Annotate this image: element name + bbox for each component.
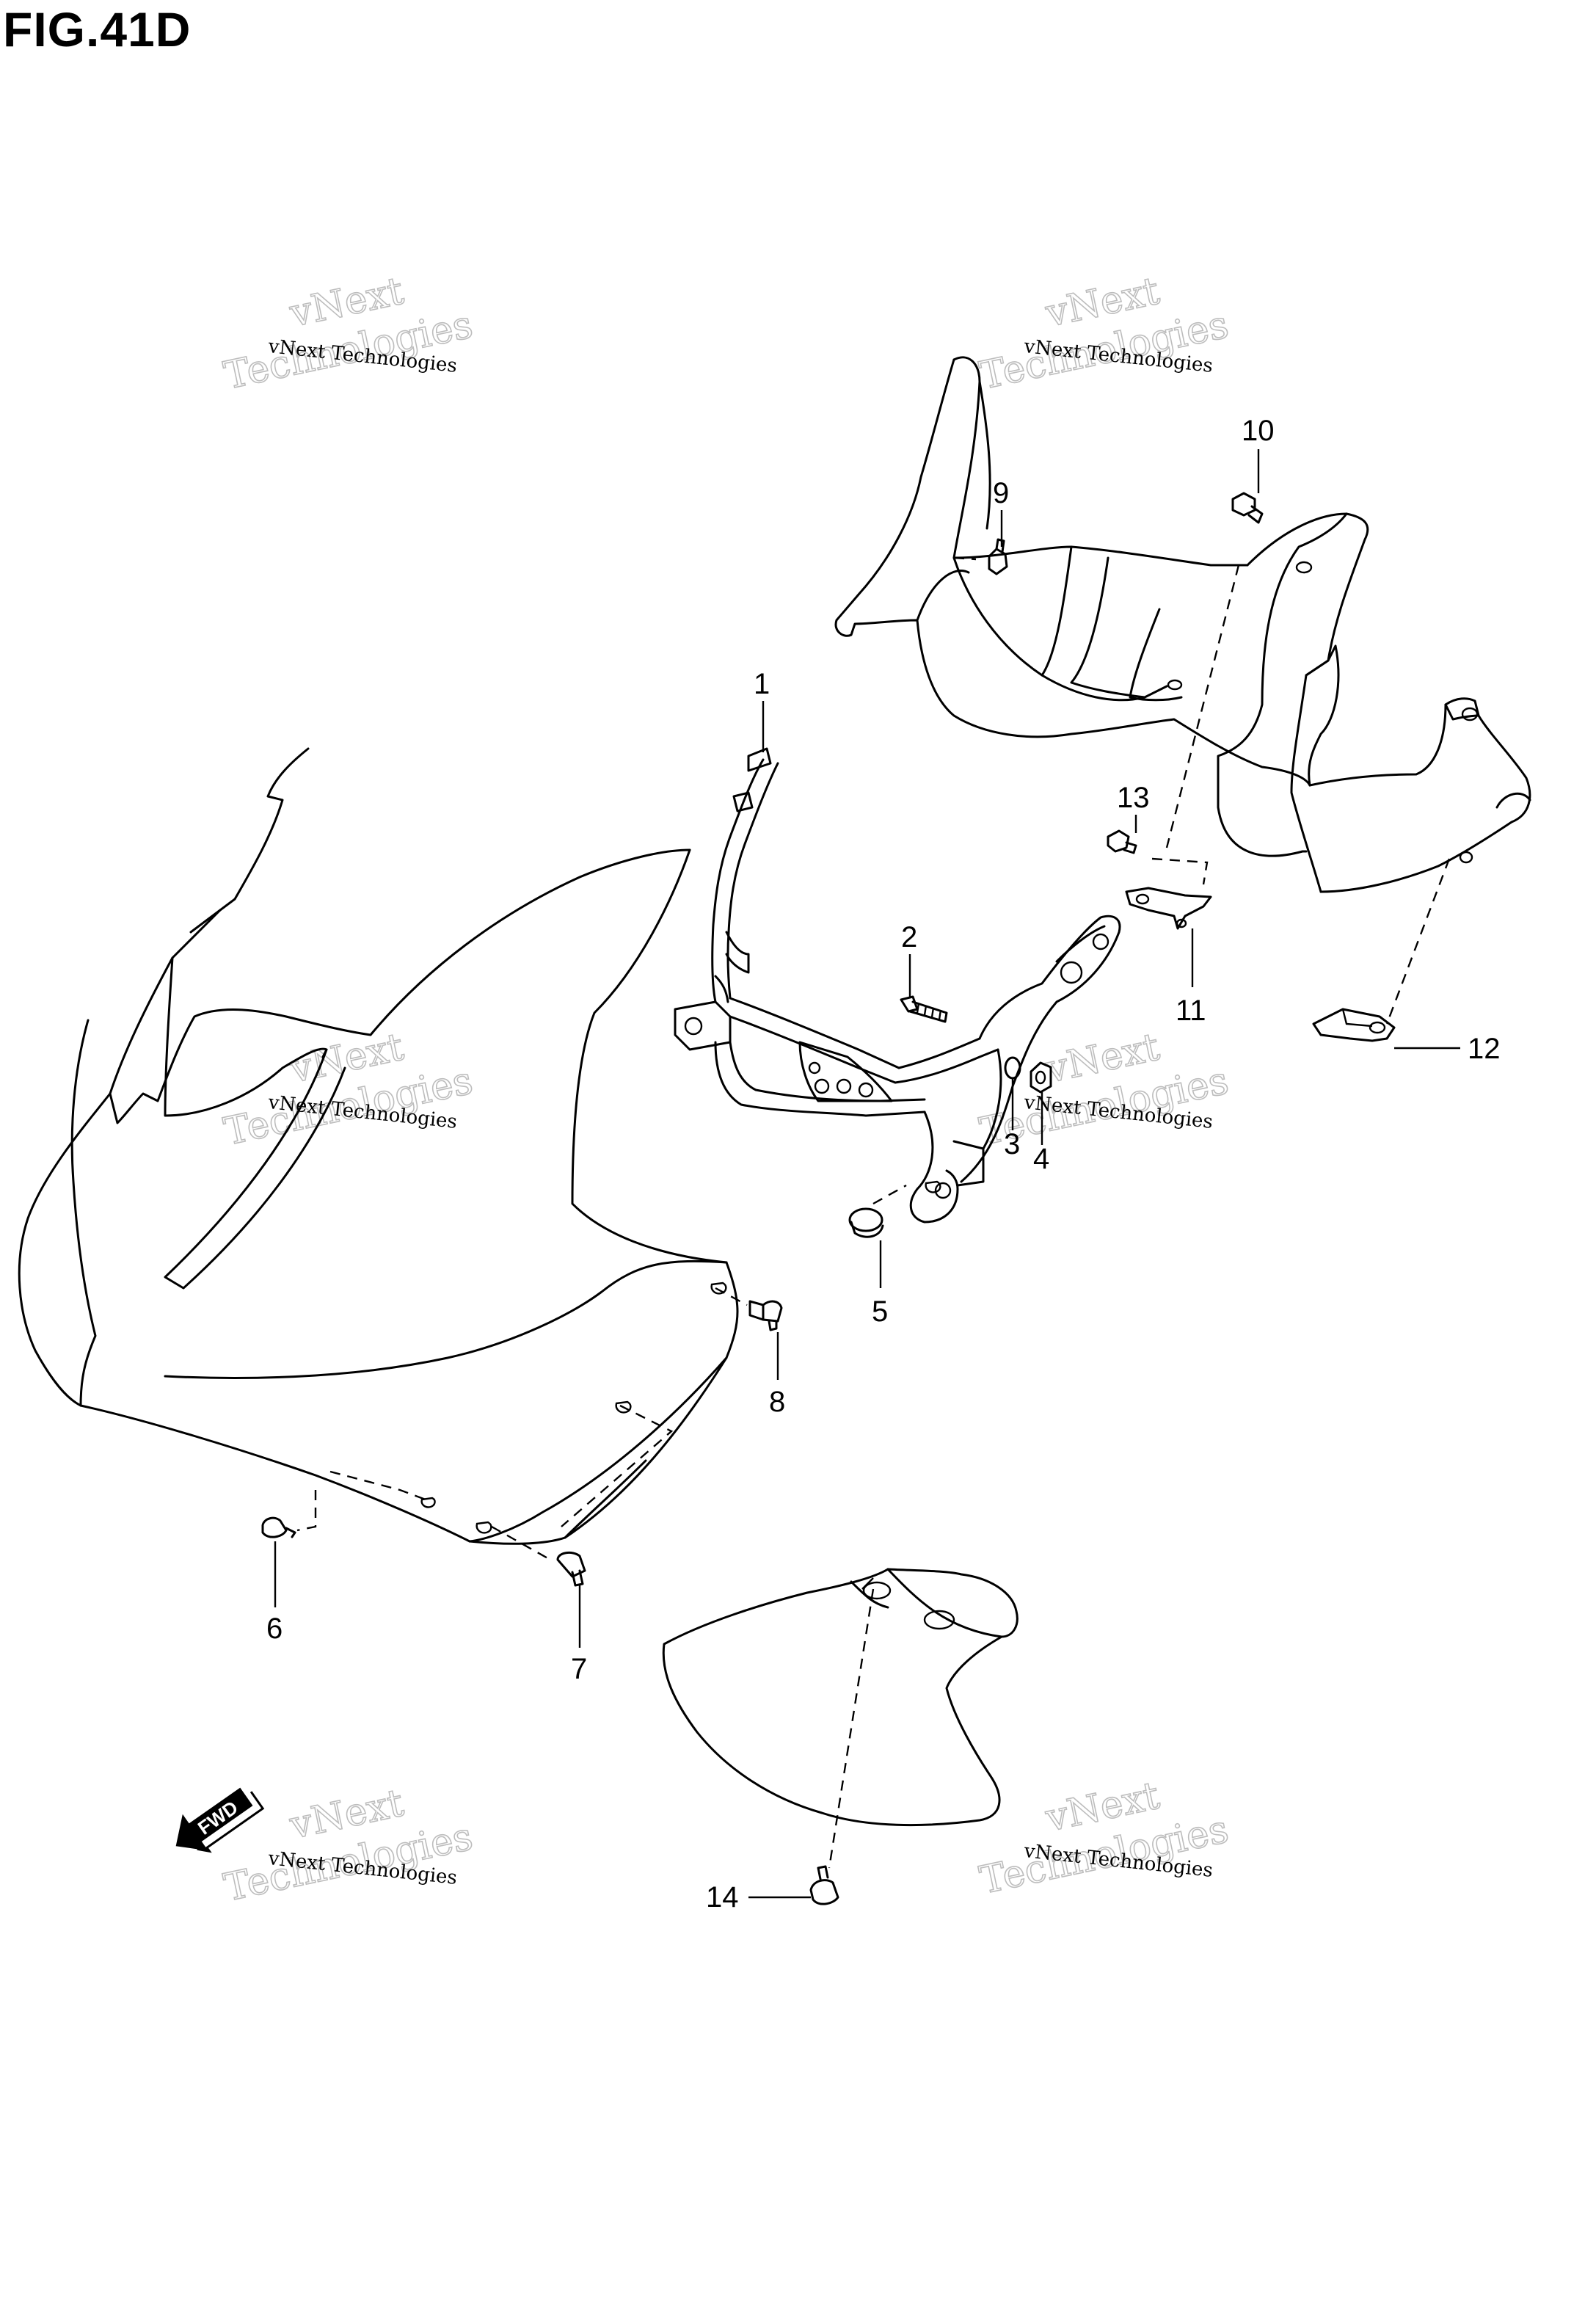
callout-13: 13 [1117,782,1150,814]
callout-10: 10 [1242,415,1275,447]
nut-4 [1030,1061,1052,1094]
side-panel [1308,697,1531,893]
washer-3 [1004,1056,1021,1080]
watermark-top-left: vNext Technologies vNext Technologies [219,269,477,399]
screw-7 [556,1551,586,1587]
bracket-12 [1312,1008,1396,1042]
callout-11: 11 [1176,995,1206,1027]
callout-numbers: 1 2 3 4 5 6 7 8 9 10 11 12 13 14 [266,415,1501,1913]
callout-8: 8 [769,1386,785,1418]
watermark-top-right: vNext Technologies vNext Technologies [975,269,1233,399]
screw-8 [748,1300,783,1331]
bolt-2 [900,995,948,1023]
callout-5: 5 [872,1295,888,1328]
screw-10 [1231,492,1264,524]
screw-13 [1107,829,1137,854]
callout-3: 3 [1004,1128,1020,1160]
assembly-lines [296,556,1451,1869]
callout-9: 9 [993,477,1009,509]
callout-4: 4 [1033,1143,1049,1175]
fasteners [261,492,1396,1905]
watermark-mid-left: vNext Technologies vNext Technologies [219,1025,477,1155]
callout-2: 2 [901,921,917,953]
callout-14: 14 [706,1881,739,1913]
bracket-11 [1125,887,1212,930]
watermark-bottom-left: vNext Technologies vNext Technologies [219,1781,477,1911]
lower-cover [662,1568,1019,1827]
callout-12: 12 [1468,1033,1501,1065]
callout-1: 1 [754,668,770,700]
clip-9 [988,538,1008,575]
grommet-5 [848,1207,884,1238]
callout-6: 6 [266,1613,283,1645]
watermark-bottom-right: vNext Technologies vNext Technologies [975,1773,1233,1904]
figure-title: FIG.41D [3,2,192,57]
cowl-bracket [674,747,1121,1224]
screw-14 [809,1865,839,1905]
inner-cowl [834,356,1369,893]
front-cowling [18,747,739,1545]
forward-direction-arrow: FWD [175,1787,265,1853]
screw-6 [261,1516,296,1538]
leader-lines [274,449,1460,1899]
callout-7: 7 [571,1653,587,1685]
